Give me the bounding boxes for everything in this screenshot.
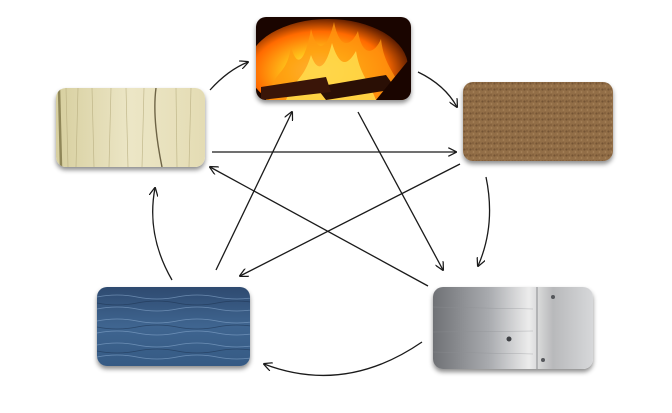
wood-image [56, 88, 205, 167]
arrow-wood-to-fire [210, 62, 248, 90]
metal-image [433, 287, 593, 369]
arrow-earth-to-metal [478, 177, 490, 266]
arrow-fire-to-earth [418, 72, 457, 107]
arrow-metal-to-wood [210, 167, 428, 286]
arrow-water-to-wood [153, 188, 172, 280]
earth-image [463, 82, 613, 161]
fire-image [256, 17, 411, 100]
arrow-earth-to-water [240, 164, 460, 276]
arrow-fire-to-metal [358, 112, 443, 270]
arrow-metal-to-water [264, 342, 422, 375]
water-image [97, 287, 250, 366]
